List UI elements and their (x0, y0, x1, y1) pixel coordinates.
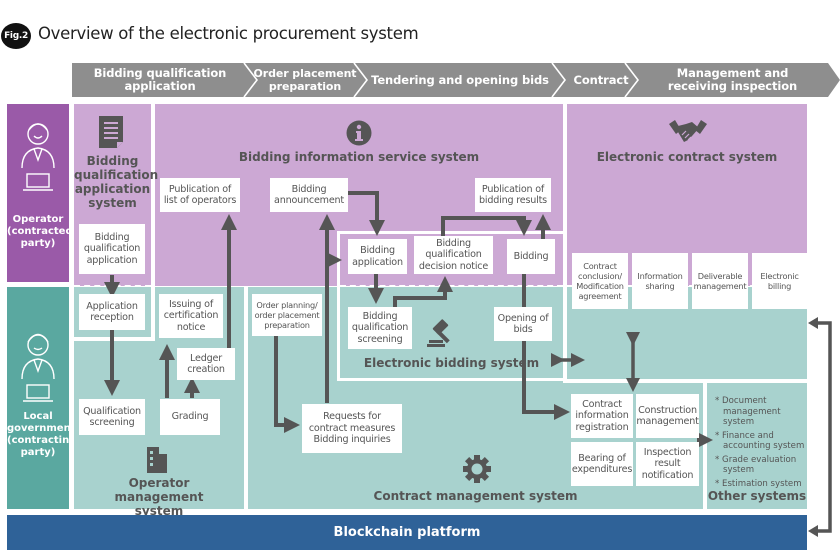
box-order-planning: Order planning/ order placement preparat… (252, 294, 322, 336)
government-lane-label: Local government (contracting party) (7, 411, 77, 458)
other-systems (707, 383, 807, 509)
box-bidding-qualification-screening: Bidding qualification screening (348, 307, 412, 349)
stage-contract: Contract (573, 72, 629, 87)
stage-bar (72, 63, 840, 97)
government-lane: Local government (contracting party) (7, 287, 77, 509)
blockchain-platform: Blockchain platform (7, 515, 807, 550)
box-contract-information-registration: Contract information registration (571, 394, 633, 438)
bidding-information-service-system-title: Bidding information service system (238, 150, 480, 164)
other-system-item: * Finance and accounting system (715, 430, 805, 452)
stage-divider (624, 63, 640, 97)
contract-management-system-title: Contract management system (373, 489, 578, 503)
other-system-item: * Grade evaluation system (715, 454, 797, 476)
figure-badge: Fig.2 (1, 23, 31, 49)
handshake-icon (669, 120, 707, 142)
box-certification-notice: Issuing of certification notice (159, 294, 223, 338)
electronic-bidding-system-title: Electronic bidding system (363, 356, 540, 370)
stage-divider (243, 63, 259, 97)
gavel-icon (427, 319, 450, 347)
stage-bidding-qualification: Bidding qualification application (93, 66, 227, 93)
document-icon (99, 116, 123, 148)
box-requests-contract-measures: Requests for contract measures Bidding i… (302, 404, 402, 453)
lane-boundary-dashed (74, 285, 151, 287)
divider (563, 379, 707, 383)
box-bidding-qualification-application: Bidding qualification application (79, 224, 145, 274)
box-information-sharing: Information sharing (632, 253, 688, 309)
box-opening-of-bids: Opening of bids (494, 307, 552, 341)
stage-divider (353, 63, 369, 97)
box-grading: Grading (160, 399, 220, 435)
box-bearing-of-expenditures: Bearing of expenditures (571, 442, 633, 486)
person-with-laptop-icon (21, 123, 55, 191)
other-system-item: * Document management system (715, 396, 781, 427)
other-systems-title: Other systems (707, 489, 807, 503)
operator-lane-label: Operator (contracted party) (7, 214, 73, 249)
stage-order-placement: Order placement preparation (253, 67, 357, 93)
box-ledger-creation: Ledger creation (177, 348, 235, 380)
box-bidding-application: Bidding application (348, 239, 407, 274)
box-publication-list-operators: Publication of list of operators (160, 178, 240, 212)
arrow-head (808, 525, 818, 537)
info-icon (346, 120, 372, 146)
operator-management-system-title: Operator management system (114, 476, 204, 518)
box-publication-bidding-results: Publication of bidding results (475, 178, 551, 212)
operator-lane: Operator (contracted party) (7, 104, 73, 282)
box-application-reception: Application reception (79, 294, 145, 330)
box-inspection-result-notification: Inspection result notification (636, 442, 699, 486)
gear-icon (463, 455, 491, 483)
bidding-qualification-system-title: Bidding qualification application system (74, 154, 159, 210)
blockchain-link-line (815, 321, 832, 533)
stage-bar-shape (72, 63, 840, 97)
other-system-item: * Estimation system (715, 478, 802, 489)
box-qualification-screening: Qualification screening (79, 399, 145, 435)
box-bidding: Bidding (507, 239, 555, 274)
figure-title: Overview of the electronic procurement s… (38, 24, 419, 43)
stage-management: Management and receiving inspection (667, 66, 798, 93)
other-systems-list: * Document management system * Finance a… (715, 396, 807, 492)
electronic-contract-system-title: Electronic contract system (596, 150, 778, 164)
box-deliverable-management: Deliverable management (692, 253, 748, 309)
box-construction-management: Construction management (636, 394, 699, 438)
person-with-laptop-icon (21, 333, 55, 402)
arrow-head (808, 317, 818, 329)
box-decision-notice: Bidding qualification decision notice (414, 236, 493, 274)
box-electronic-billing: Electronic billing (752, 253, 807, 309)
divider (563, 231, 567, 381)
lane-boundary-dashed (340, 285, 563, 287)
stage-tendering: Tendering and opening bids (371, 72, 549, 87)
box-bidding-announcement: Bidding announcement (270, 178, 348, 212)
building-icon (147, 447, 167, 473)
box-contract-conclusion: Contract conclusion/ Modification agreem… (572, 253, 628, 309)
stage-divider (551, 63, 567, 97)
